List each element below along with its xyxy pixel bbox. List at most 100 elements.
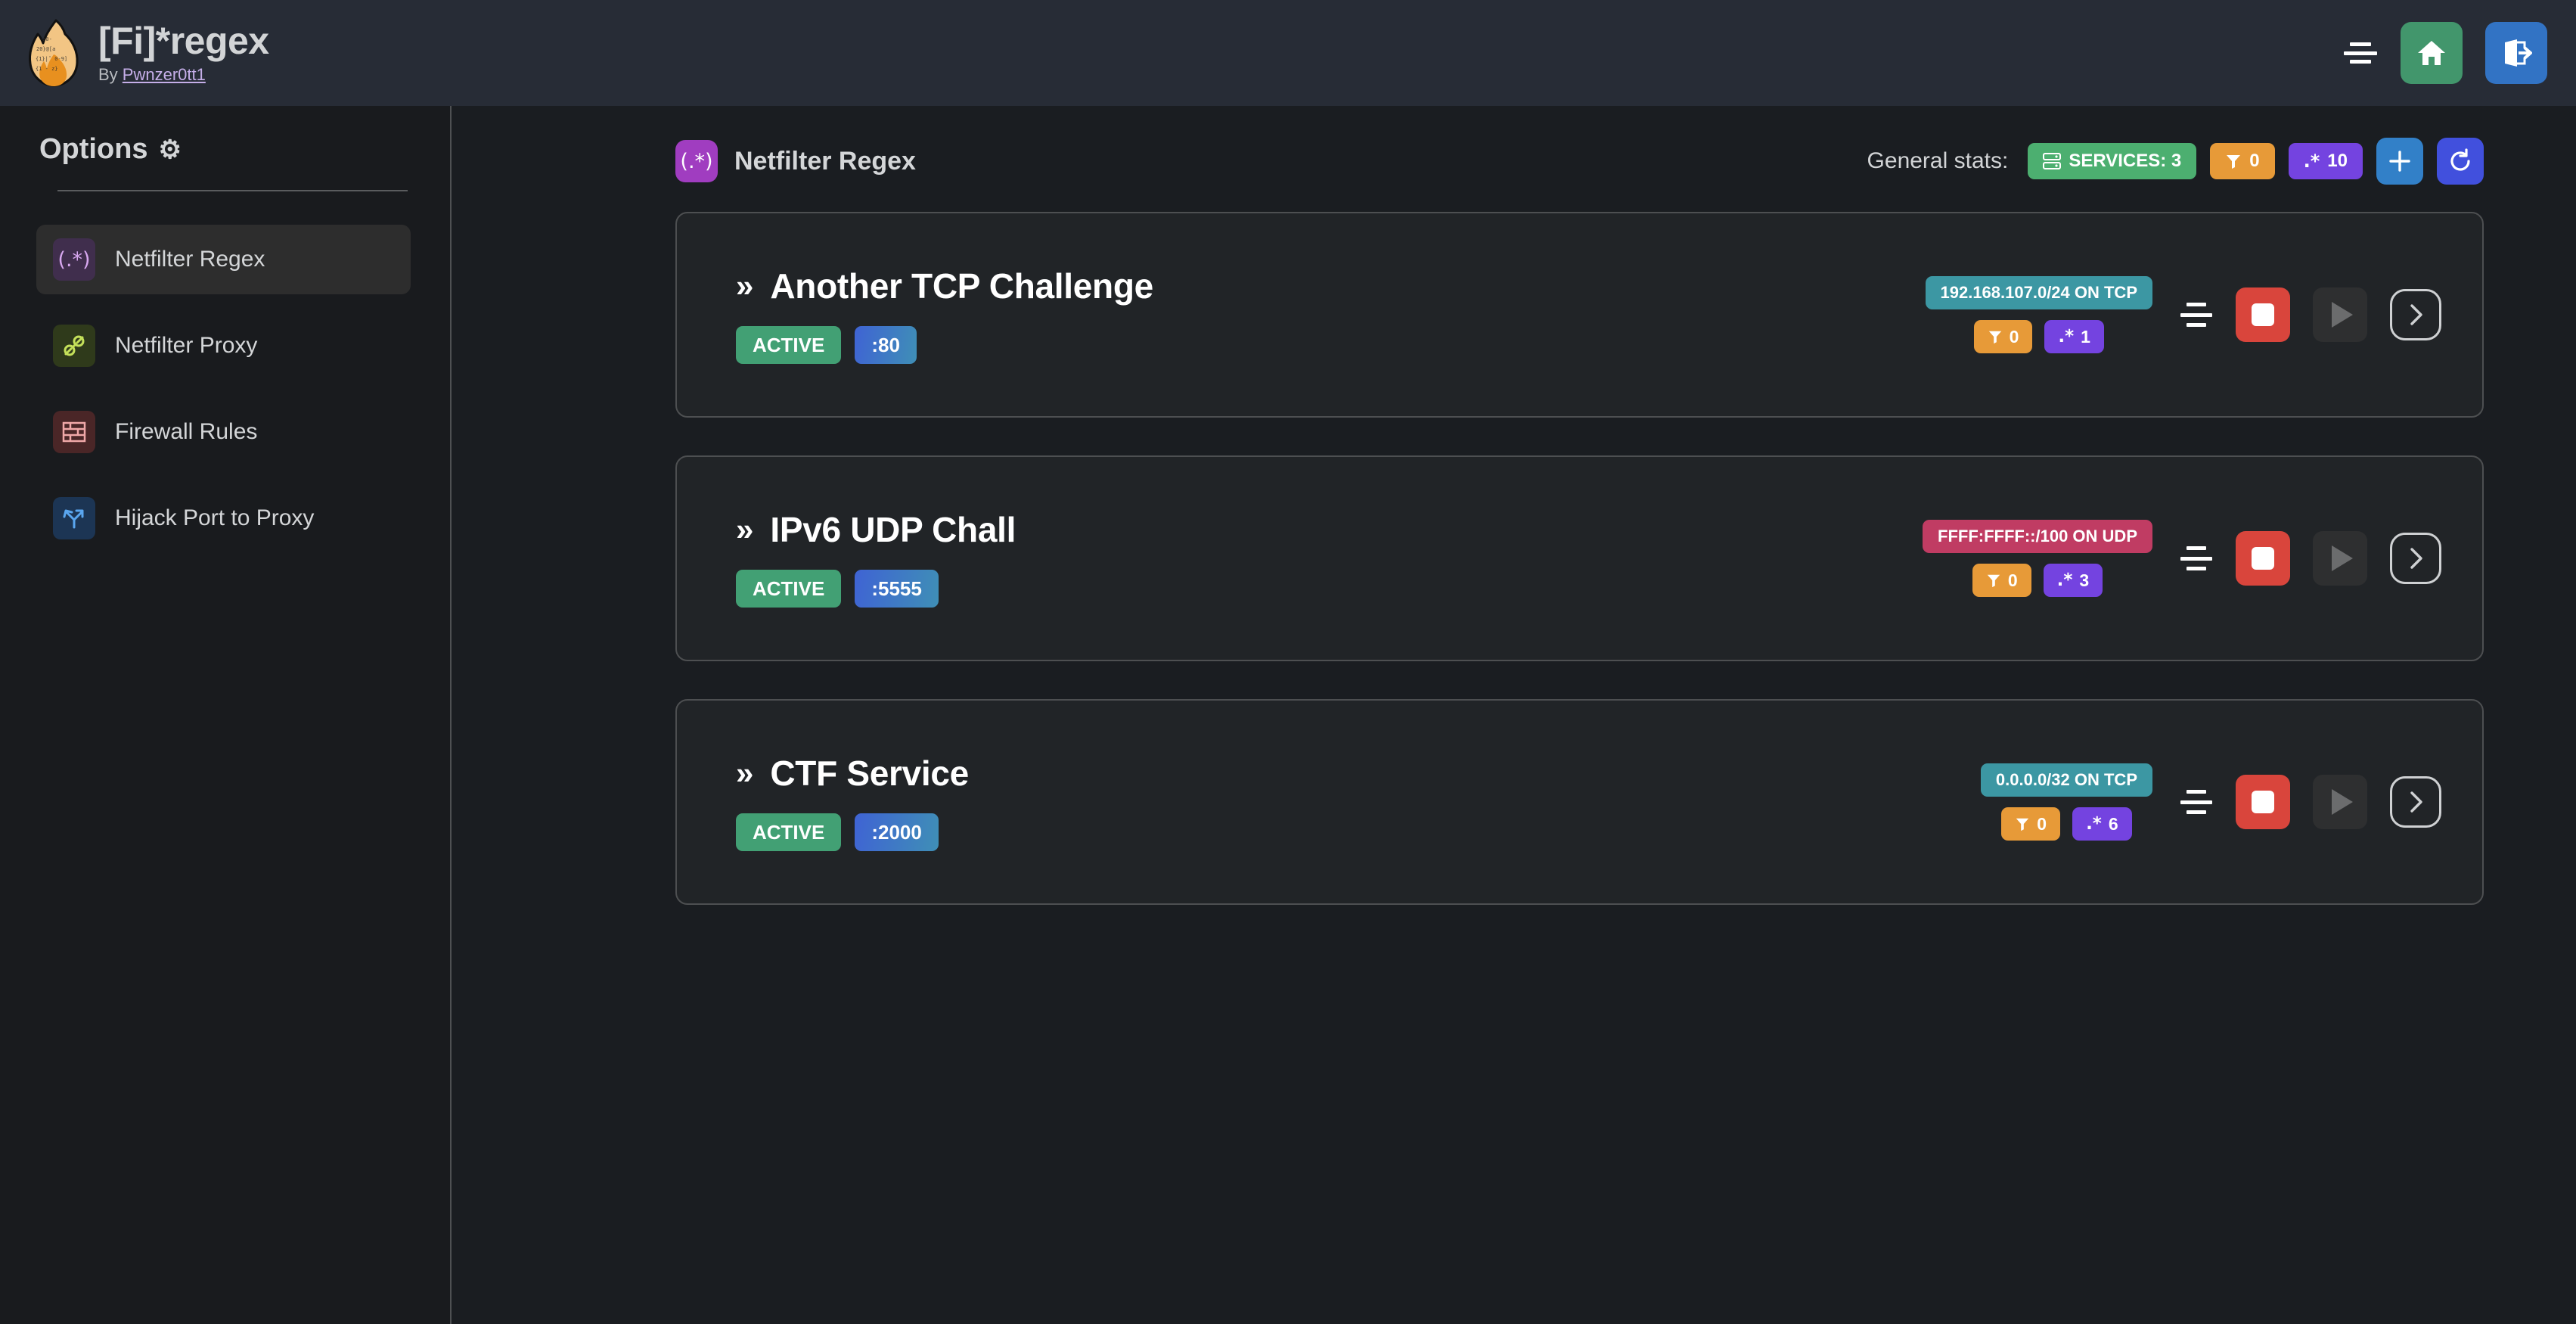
stop-button[interactable] xyxy=(2236,775,2290,829)
service-right: FFFF:FFFF::/100 ON UDP 0 .* 3 xyxy=(1923,520,2441,597)
service-tags: ACTIVE :2000 xyxy=(736,813,969,851)
refresh-icon xyxy=(2450,148,2470,171)
header-actions xyxy=(2343,22,2547,84)
plus-icon xyxy=(2389,151,2410,172)
open-details-button[interactable] xyxy=(2390,533,2441,584)
menu-icon[interactable] xyxy=(2180,546,2213,570)
stop-icon xyxy=(2252,791,2274,813)
service-right: 192.168.107.0/24 ON TCP 0 .* 1 xyxy=(1925,276,2441,353)
network-badge: FFFF:FFFF::/100 ON UDP xyxy=(1923,520,2152,553)
stop-icon xyxy=(2252,303,2274,326)
open-details-button[interactable] xyxy=(2390,776,2441,828)
regex-count-badge: .* 6 xyxy=(2072,807,2132,841)
sidebar-item-netfilter-proxy[interactable]: Netfilter Proxy xyxy=(36,311,411,381)
regex-icon-glyph: (.*) xyxy=(680,149,713,173)
stat-filter-badge: 0 xyxy=(2210,143,2275,179)
network-badge: 0.0.0.0/32 ON TCP xyxy=(1980,763,2152,797)
play-icon xyxy=(2332,545,2353,571)
menu-icon[interactable] xyxy=(2180,303,2213,327)
home-button[interactable] xyxy=(2401,22,2463,84)
stat-services-label: SERVICES: 3 xyxy=(2069,151,2182,171)
general-stats: General stats: SERVICES: 3 xyxy=(1867,138,2484,185)
play-button[interactable] xyxy=(2313,287,2367,342)
app-title: [Fi]*regex xyxy=(98,19,269,62)
service-right: 0.0.0.0/32 ON TCP 0 .* 6 xyxy=(1980,763,2441,841)
service-name: IPv6 UDP Chall xyxy=(770,510,1016,549)
filter-count-badge: 0 xyxy=(1973,320,2033,353)
service-info: » CTF Service ACTIVE :2000 xyxy=(736,753,969,851)
refresh-button[interactable] xyxy=(2437,138,2484,185)
sidebar-item-netfilter-regex[interactable]: (.*) Netfilter Regex xyxy=(36,225,411,294)
play-button[interactable] xyxy=(2313,775,2367,829)
author-link[interactable]: Pwnzer0tt1 xyxy=(122,64,206,84)
regex-count-value: 6 xyxy=(2108,813,2118,834)
service-badges: FFFF:FFFF::/100 ON UDP 0 .* 3 xyxy=(1923,520,2152,597)
sidebar-item-firewall-rules[interactable]: Firewall Rules xyxy=(36,397,411,467)
regex-glyph: .* xyxy=(2086,814,2102,834)
add-service-button[interactable] xyxy=(2376,138,2423,185)
stat-filter-value: 0 xyxy=(2249,151,2260,171)
service-counters: 0 .* 1 xyxy=(1973,320,2104,353)
service-counters: 0 .* 3 xyxy=(1972,564,2103,597)
general-stats-label: General stats: xyxy=(1867,148,2009,173)
proxy-plug-icon xyxy=(53,325,95,367)
brand: -z0- 20}@[a {1}|ˆ 0-9] {1 - z} [Fi]*rege… xyxy=(26,18,269,88)
regex-glyph: .* xyxy=(2058,327,2075,347)
service-name: CTF Service xyxy=(770,754,969,793)
service-tags: ACTIVE :5555 xyxy=(736,570,1016,608)
chevron-right-icon xyxy=(2410,304,2422,325)
double-chevron-icon: » xyxy=(736,755,754,791)
regex-icon: (.*) xyxy=(675,140,718,182)
svg-text:-z0-: -z0- xyxy=(39,36,52,42)
logout-button[interactable] xyxy=(2485,22,2547,84)
home-icon xyxy=(2418,41,2445,65)
service-counters: 0 .* 6 xyxy=(2001,807,2132,841)
menu-icon[interactable] xyxy=(2180,790,2213,814)
service-actions xyxy=(2180,531,2441,586)
brick-wall-icon xyxy=(53,411,95,453)
service-badges: 0.0.0.0/32 ON TCP 0 .* 6 xyxy=(1980,763,2152,841)
chevron-right-icon xyxy=(2410,548,2422,569)
play-icon xyxy=(2332,302,2353,328)
stop-button[interactable] xyxy=(2236,287,2290,342)
regex-icon-glyph: (.*) xyxy=(57,247,91,272)
menu-icon[interactable] xyxy=(2343,40,2378,66)
play-button[interactable] xyxy=(2313,531,2367,586)
service-card[interactable]: » CTF Service ACTIVE :2000 0.0.0.0/32 ON… xyxy=(675,699,2484,905)
service-actions xyxy=(2180,287,2441,342)
sidebar-heading: Options ⚙ xyxy=(36,133,411,166)
port-badge: :2000 xyxy=(855,813,939,851)
double-chevron-icon: » xyxy=(736,511,754,547)
service-actions xyxy=(2180,775,2441,829)
filter-count-badge: 0 xyxy=(1972,564,2031,597)
filter-count-value: 0 xyxy=(2009,326,2019,347)
page-title: Netfilter Regex xyxy=(734,146,916,176)
regex-glyph: .* xyxy=(2056,570,2073,590)
branch-arrow-glyph xyxy=(63,509,84,529)
branch-arrow-icon xyxy=(53,497,95,539)
filter-count-value: 0 xyxy=(2007,570,2018,590)
stop-button[interactable] xyxy=(2236,531,2290,586)
service-title-row: » CTF Service xyxy=(736,753,969,794)
open-details-button[interactable] xyxy=(2390,289,2441,340)
service-card[interactable]: » Another TCP Challenge ACTIVE :80 192.1… xyxy=(675,212,2484,418)
stat-regex-badge: .* 10 xyxy=(2288,143,2363,179)
svg-text:{1}|ˆ 0-9]: {1}|ˆ 0-9] xyxy=(36,56,67,62)
stat-regex-value: 10 xyxy=(2327,151,2348,171)
svg-text:{1 - z}: {1 - z} xyxy=(36,66,58,72)
sidebar-item-hijack-port-to-proxy[interactable]: Hijack Port to Proxy xyxy=(36,483,411,553)
server-icon xyxy=(2043,153,2062,169)
status-badge: ACTIVE xyxy=(736,570,842,608)
filter-count-badge: 0 xyxy=(2001,807,2061,841)
app-author-line: By Pwnzer0tt1 xyxy=(98,65,269,85)
service-card[interactable]: » IPv6 UDP Chall ACTIVE :5555 FFFF:FFFF:… xyxy=(675,455,2484,661)
service-badges: 192.168.107.0/24 ON TCP 0 .* 1 xyxy=(1925,276,2152,353)
logout-icon xyxy=(2505,39,2532,67)
app-header: -z0- 20}@[a {1}|ˆ 0-9] {1 - z} [Fi]*rege… xyxy=(0,0,2576,106)
service-title-row: » Another TCP Challenge xyxy=(736,266,1153,306)
sidebar-item-label: Netfilter Regex xyxy=(115,247,265,272)
port-badge: :80 xyxy=(855,326,917,364)
service-info: » Another TCP Challenge ACTIVE :80 xyxy=(736,266,1153,364)
page-title-wrap: (.*) Netfilter Regex xyxy=(675,140,916,182)
proxy-plug-glyph xyxy=(64,335,85,356)
